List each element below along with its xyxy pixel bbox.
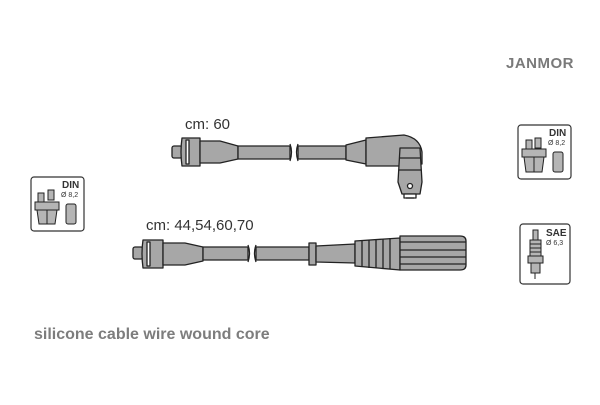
cable-top-plug-boot [345, 134, 423, 199]
cable-bottom-plug-boot [308, 235, 467, 271]
badge-left-size: Ø 8,2 [61, 192, 79, 199]
distributor-cap-icon [521, 137, 547, 173]
cable-bottom-wire [202, 246, 249, 261]
badge-spark-standard: SAE [546, 228, 567, 239]
cable-top [171, 134, 423, 199]
cable-top-length-label: cm: 60 [185, 116, 231, 133]
badge-distributor-right [517, 124, 572, 180]
badge-spark-plug [519, 223, 571, 285]
cable-bottom [132, 235, 467, 271]
cable-top-break [289, 143, 293, 162]
cable-bottom-break [247, 244, 251, 263]
cable-bottom-length-label: cm: 44,54,60,70 [146, 217, 254, 234]
spark-plug-icon [527, 229, 544, 279]
cable-top-wire [237, 145, 291, 160]
distributor-cap-icon [34, 189, 60, 225]
cable-bottom-distributor-boot [132, 239, 204, 269]
brand-logo-text: JANMOR [506, 55, 575, 72]
badge-right-size: Ø 8,2 [548, 140, 566, 147]
badge-left-standard: DIN [62, 180, 80, 191]
badge-right-standard: DIN [549, 128, 567, 139]
plug-boot-ribs [354, 237, 401, 271]
cable-description-caption: silicone cable wire wound core [34, 326, 270, 343]
cable-top-distributor-boot [171, 137, 239, 167]
badge-distributor-left [30, 176, 85, 232]
badge-spark-size: Ø 6,3 [546, 240, 564, 247]
